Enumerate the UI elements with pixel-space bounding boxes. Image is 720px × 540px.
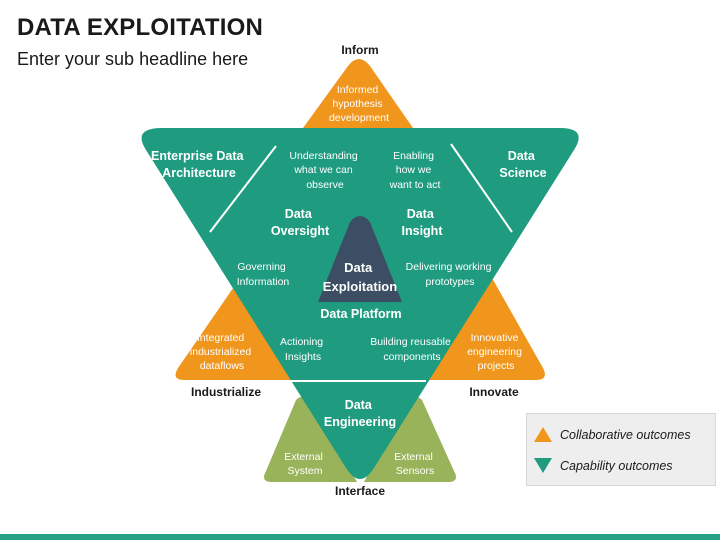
data-insight-label: Data Insight <box>402 207 444 238</box>
informed-hypothesis-label: Informed hypothesis development <box>329 84 389 124</box>
legend-collaborative-label: Collaborative outcomes <box>560 427 691 442</box>
page-title: DATA EXPLOITATION <box>17 14 264 41</box>
capability-triangle <box>141 128 579 479</box>
outer-labels: Inform Industrialize Innovate Interface <box>191 43 519 498</box>
data-platform-label: Data Platform <box>320 307 401 321</box>
orange-triangle-icon <box>534 427 552 442</box>
collaborative-triangle-bottom-right <box>364 396 456 482</box>
inner-labels: Understanding what we can observe Enabli… <box>237 150 495 363</box>
interface-label: Interface <box>335 484 385 498</box>
enabling-label: Enabling how we want to act <box>389 150 441 191</box>
center-triangle <box>318 216 402 302</box>
innovative-projects-label: Innovative engineering projects <box>467 332 525 372</box>
collaborative-triangle-bottom-left <box>264 396 357 482</box>
legend-capability-label: Capability outcomes <box>560 458 673 473</box>
data-science-label: Data Science <box>499 149 546 180</box>
building-components-label: Building reusable components <box>370 336 453 363</box>
inform-label: Inform <box>341 43 378 57</box>
divider-line-right <box>450 143 513 233</box>
understanding-label: Understanding what we can observe <box>289 150 360 191</box>
industrialize-label: Industrialize <box>191 385 261 399</box>
collaborative-triangle-top <box>303 59 413 128</box>
delivering-prototypes-label: Delivering working prototypes <box>406 261 495 288</box>
external-sensors-label: External Sensors <box>394 451 435 477</box>
collaborative-labels: Informed hypothesis development Integrat… <box>190 84 525 477</box>
page-subtitle: Enter your sub headline here <box>17 49 249 69</box>
external-system-label: External System <box>284 451 325 477</box>
actioning-insights-label: Actioning Insights <box>280 336 326 363</box>
integrated-dataflows-label: Integrated industrialized dataflows <box>190 332 254 372</box>
data-oversight-label: Data Oversight <box>271 207 330 238</box>
green-triangle-icon <box>534 458 552 473</box>
data-engineering-label: Data Engineering <box>324 398 396 429</box>
data-exploitation-center-label: Data Exploitation <box>323 260 397 294</box>
legend-item-collaborative: Collaborative outcomes <box>533 426 691 443</box>
legend: Collaborative outcomes Capability outcom… <box>526 413 716 486</box>
divider-line-left <box>209 145 277 233</box>
legend-item-capability: Capability outcomes <box>533 457 673 474</box>
corner-labels: Enterprise Data Architecture Data Scienc… <box>151 149 547 429</box>
enterprise-data-architecture-label: Enterprise Data Architecture <box>151 149 247 180</box>
bottom-accent-bar <box>0 534 720 540</box>
innovate-label: Innovate <box>469 385 519 399</box>
governing-information-label: Governing Information <box>237 261 290 288</box>
